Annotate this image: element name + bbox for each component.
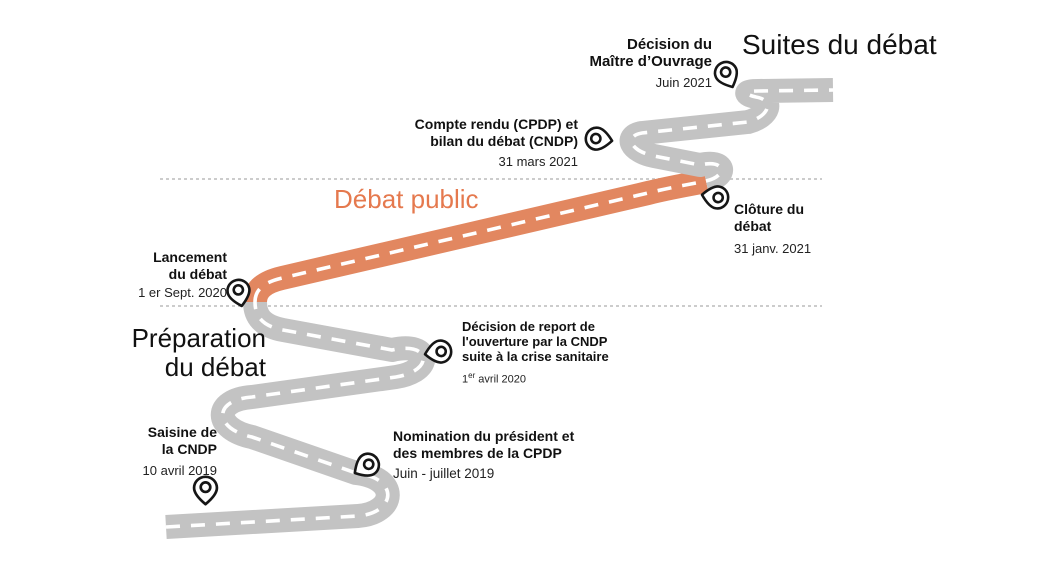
road-segment-suites <box>619 78 834 193</box>
milestone-label-line: Décision de report de <box>462 319 595 334</box>
map-pin-icon-cloture <box>698 182 732 213</box>
map-pin-icon-decision-mo <box>709 56 745 94</box>
phase-title-preparation: Préparation du débat <box>132 324 266 382</box>
milestone-label-line: Nomination du président et <box>393 428 575 444</box>
milestone-date: 1 er Sept. 2020 <box>138 285 227 300</box>
milestone-label-line: bilan du débat (CNDP) <box>430 132 578 149</box>
milestone-nomination: Nomination du président et des membres d… <box>393 428 574 483</box>
milestone-date: 1er avril 2020 <box>462 368 609 388</box>
phase-title-suites: Suites du débat <box>742 29 937 60</box>
date-rest: avril 2020 <box>475 373 527 386</box>
road-centerline-debat-public <box>253 179 707 303</box>
milestone-label-line: Clôture du <box>734 201 804 217</box>
phase-title-debat-public: Débat public <box>334 184 479 214</box>
milestone-label-line: du débat <box>168 265 227 282</box>
road-centerline-preparation <box>165 301 426 529</box>
milestone-label-line: l'ouverture par la CNDP <box>462 334 608 349</box>
map-pin-icon-report <box>421 337 455 368</box>
date-ordinal-suffix: er <box>468 371 476 380</box>
milestone-label-line: Compte rendu (CPDP) et <box>414 116 578 132</box>
phase-title-preparation-line2: du débat <box>164 352 266 382</box>
milestone-date: 31 mars 2021 <box>498 154 579 169</box>
milestone-date: 10 avril 2019 <box>142 463 217 478</box>
milestone-date: 31 janv. 2021 <box>734 241 812 256</box>
milestone-label-line: suite à la crise sanitaire <box>462 349 609 364</box>
phase-title-preparation-line1: Préparation <box>131 323 266 353</box>
map-pin-icon-lancement <box>223 276 255 311</box>
map-pin-icon-saisine <box>192 474 219 506</box>
phase-separator-bottom <box>160 305 822 307</box>
milestone-label-line: Lancement <box>153 249 227 265</box>
milestone-label-line: Maître d’Ouvrage <box>589 53 712 70</box>
milestone-compte-rendu: Compte rendu (CPDP) et bilan du débat (C… <box>415 116 578 171</box>
map-pin-icon-nomination <box>346 447 385 485</box>
road-centerline-suites <box>629 88 834 183</box>
milestone-report-ouverture: Décision de report de l'ouverture par la… <box>462 319 609 388</box>
milestone-saisine: Saisine de la CNDP 10 avril 2019 <box>143 424 217 480</box>
milestone-decision-maitre-ouvrage: Décision du Maître d’Ouvrage Juin 2021 <box>589 36 712 91</box>
milestone-date: Juin 2021 <box>655 75 712 90</box>
milestone-label-line: des membres de la CPDP <box>393 444 562 461</box>
milestone-cloture: Clôture du débat 31 janv. 2021 <box>734 201 811 258</box>
phase-separator-top <box>160 178 822 180</box>
milestone-lancement: Lancement du débat 1 er Sept. 2020 <box>138 249 227 302</box>
date-number: 1 <box>462 373 469 386</box>
milestone-label-line: Saisine de <box>147 424 217 440</box>
milestone-date: Juin - juillet 2019 <box>393 466 495 481</box>
road-segment-debat-public <box>243 169 709 304</box>
milestone-label-line: débat <box>734 217 772 234</box>
milestone-label-line: la CNDP <box>161 440 217 457</box>
milestone-label-line: Décision du <box>626 36 712 53</box>
map-pin-icon-compte-rendu <box>582 124 615 154</box>
